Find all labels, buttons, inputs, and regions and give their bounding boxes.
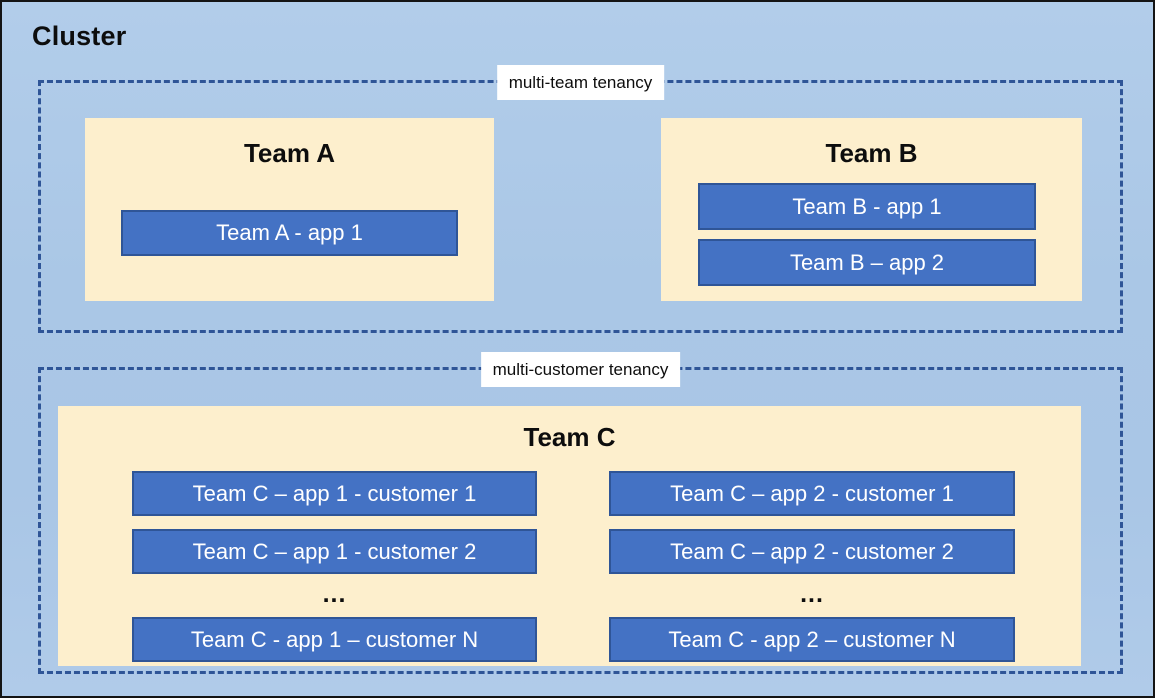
- ellipsis-team-c-app1: ...: [322, 580, 347, 608]
- tenancy-group-multi-team-label: multi-team tenancy: [496, 65, 665, 100]
- app-box-team-c-app2-customer2[interactable]: Team C – app 2 - customer 2: [609, 529, 1015, 574]
- team-b-title: Team B: [825, 138, 918, 168]
- ellipsis-team-c-app2: ...: [800, 580, 824, 608]
- team-box-team-b: Team B Team B - app 1 Team B – app 2: [661, 118, 1082, 301]
- tenancy-group-multi-team: multi-team tenancy: [38, 65, 1123, 333]
- app-box-team-c-app1-customer1[interactable]: Team C – app 1 - customer 1: [132, 471, 537, 516]
- tenancy-group-multi-customer-label: multi-customer tenancy: [480, 352, 681, 387]
- tenancy-group-multi-customer: multi-customer tenancy: [38, 352, 1123, 674]
- team-a-title: Team A: [243, 138, 336, 168]
- app-box-team-b-app-2[interactable]: Team B – app 2: [698, 239, 1036, 286]
- app-box-team-a-app-1[interactable]: Team A - app 1: [121, 210, 458, 256]
- app-box-team-c-app1-customerN[interactable]: Team C - app 1 – customer N: [132, 617, 537, 662]
- app-box-team-c-app2-customerN[interactable]: Team C - app 2 – customer N: [609, 617, 1015, 662]
- app-box-team-c-app1-customer2[interactable]: Team C – app 1 - customer 2: [132, 529, 537, 574]
- app-box-team-b-app-1[interactable]: Team B - app 1: [698, 183, 1036, 230]
- page-title: Cluster: [32, 21, 127, 51]
- team-box-team-a: Team A Team A - app 1: [85, 118, 494, 301]
- app-box-team-c-app2-customer1[interactable]: Team C – app 2 - customer 1: [609, 471, 1015, 516]
- team-c-title: Team C: [523, 422, 616, 452]
- team-box-team-c: Team C Team C – app 1 - customer 1 Team …: [58, 406, 1081, 666]
